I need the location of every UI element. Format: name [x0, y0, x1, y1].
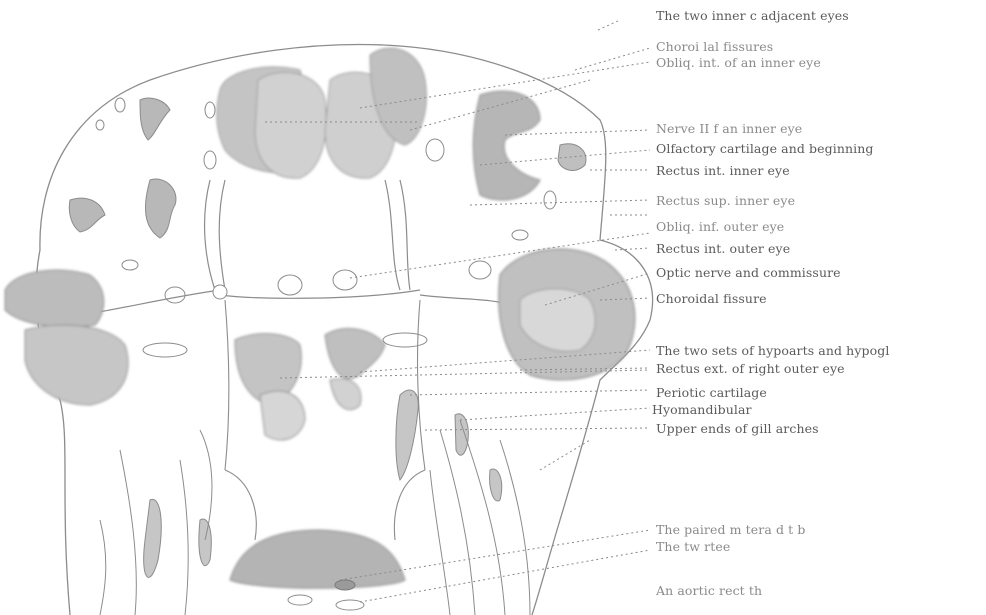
- label-nerve-ii: Nerve II f an inner eye: [656, 121, 802, 136]
- label-rectus-int-outer: Rectus int. outer eye: [656, 241, 790, 256]
- label-rectus-sup-inner: Rectus sup. inner eye: [656, 193, 795, 208]
- olfactory-cartilage: [473, 91, 540, 200]
- hypoarts-and-hypoglossals: [235, 328, 385, 440]
- cartilage-oval-mid: [383, 333, 427, 347]
- aortic-oval-2: [288, 595, 312, 605]
- label-inner-eyes: The two inner c adjacent eyes: [656, 8, 849, 23]
- label-aortic: An aortic rect th: [656, 583, 762, 598]
- label-optic-nerve: Optic nerve and commissure: [656, 265, 841, 280]
- nerve-lines: [40, 180, 510, 320]
- label-gill-arches: Upper ends of gill arches: [656, 421, 819, 436]
- label-paired: The paired m tera d t b: [656, 522, 805, 537]
- label-choroidal-fissures: Choroi lal fissures: [656, 39, 773, 54]
- left-cartilage-pieces: [69, 98, 176, 238]
- label-two-arteries: The tw rtee: [656, 539, 730, 554]
- label-periotic-cartilage: Periotic cartilage: [656, 385, 767, 400]
- inner-lens-left: [255, 72, 326, 178]
- label-choroidal-fissure: Choroidal fissure: [656, 291, 767, 306]
- aortic-floor: [230, 530, 405, 588]
- label-hypoarts: The two sets of hypoarts and hypogl: [656, 343, 889, 358]
- label-rectus-int-inner: Rectus int. inner eye: [656, 163, 790, 178]
- right-outer-eye: [499, 249, 635, 380]
- left-outer-eye: [5, 270, 128, 405]
- small-cartilage-right: [558, 144, 586, 171]
- optic-chiasma: [213, 285, 227, 299]
- cartilage-oval-left: [143, 343, 187, 357]
- label-olfactory-cartilage: Olfactory cartilage and beginning: [656, 141, 873, 156]
- aortic-oval-3: [336, 600, 364, 610]
- inner-eyes: [217, 48, 427, 178]
- label-rectus-ext: Rectus ext. of right outer eye: [656, 361, 845, 376]
- label-obliq-inf-outer: Obliq. inf. outer eye: [656, 219, 784, 234]
- aortic-oval-1: [335, 580, 355, 590]
- label-hyomandibular: Hyomandibular: [652, 402, 752, 417]
- label-obliq-int-inner: Obliq. int. of an inner eye: [656, 55, 821, 70]
